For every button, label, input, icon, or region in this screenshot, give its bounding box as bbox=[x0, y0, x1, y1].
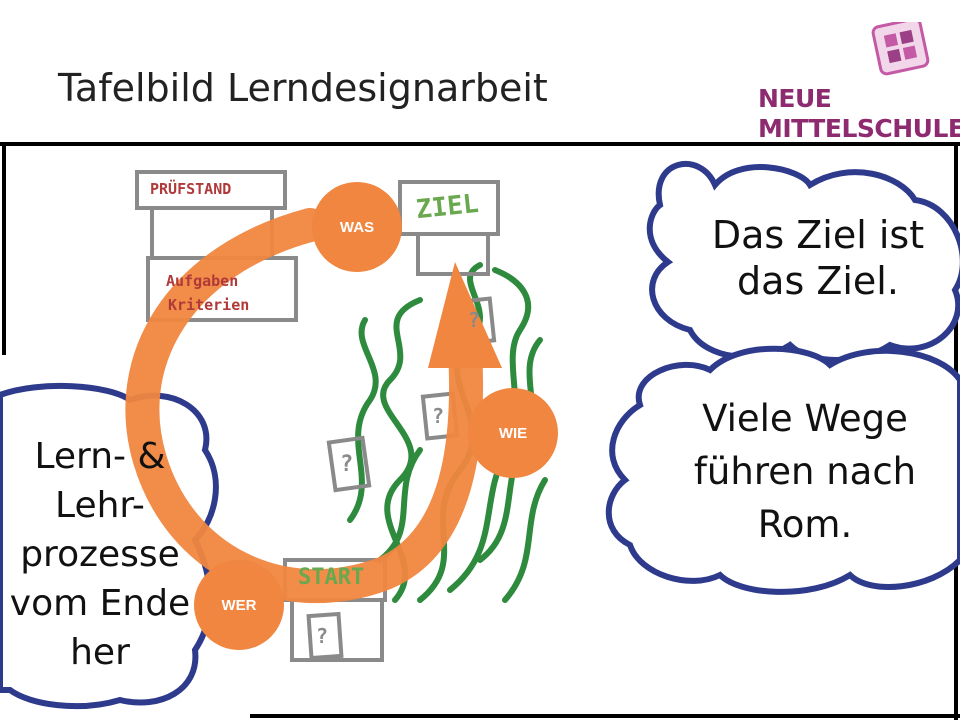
paths-text-line2: führen nach bbox=[693, 450, 917, 493]
process-text-line1: Lern- & bbox=[34, 436, 166, 477]
pruefstand-label: PRÜFSTAND bbox=[150, 180, 232, 198]
logo-line-mittelschule: MITTELSCHULE bbox=[758, 114, 960, 143]
goal-text-line1: Das Ziel ist bbox=[711, 213, 925, 257]
wie-node: WIE bbox=[468, 388, 558, 478]
paths-text-line3: Rom. bbox=[757, 503, 853, 546]
cycle-arrowhead bbox=[428, 262, 502, 368]
logo-line-neue: NEUE bbox=[758, 84, 832, 113]
process-cloud-text: Lern- & Lehr- prozesse vom Ende her bbox=[0, 432, 200, 677]
process-text-line5: her bbox=[70, 632, 130, 673]
wer-node: WER bbox=[194, 560, 284, 650]
question-mark: ? bbox=[468, 308, 481, 332]
start-label: START bbox=[298, 565, 365, 590]
was-node: WAS bbox=[312, 182, 402, 272]
paths-text-line1: Viele Wege bbox=[702, 397, 908, 440]
slide-title: Tafelbild Lerndesignarbeit bbox=[58, 66, 548, 110]
process-text-line4: vom Ende bbox=[9, 583, 191, 624]
aufgaben-label: Aufgaben bbox=[166, 272, 239, 290]
kriterien-label: Kriterien bbox=[168, 296, 250, 314]
neue-mittelschule-logo: NEUE MITTELSCHULE bbox=[750, 22, 960, 147]
puzzle-icon bbox=[871, 22, 930, 76]
goal-cloud-text: Das Ziel ist das Ziel. bbox=[688, 212, 948, 304]
qbox-1 bbox=[326, 435, 372, 493]
question-mark: ? bbox=[316, 624, 329, 648]
process-text-line2: Lehr- bbox=[55, 485, 145, 526]
question-mark: ? bbox=[340, 452, 354, 477]
cloud-paths bbox=[605, 345, 960, 595]
paths-cloud-text: Viele Wege führen nach Rom. bbox=[670, 392, 940, 551]
process-text-line3: prozesse bbox=[20, 534, 180, 575]
goal-text-line2: das Ziel. bbox=[737, 259, 899, 303]
cloud-goal bbox=[646, 160, 960, 363]
qbox-4 bbox=[306, 611, 344, 661]
cycle-arrow bbox=[125, 208, 484, 604]
question-mark: ? bbox=[432, 404, 445, 428]
